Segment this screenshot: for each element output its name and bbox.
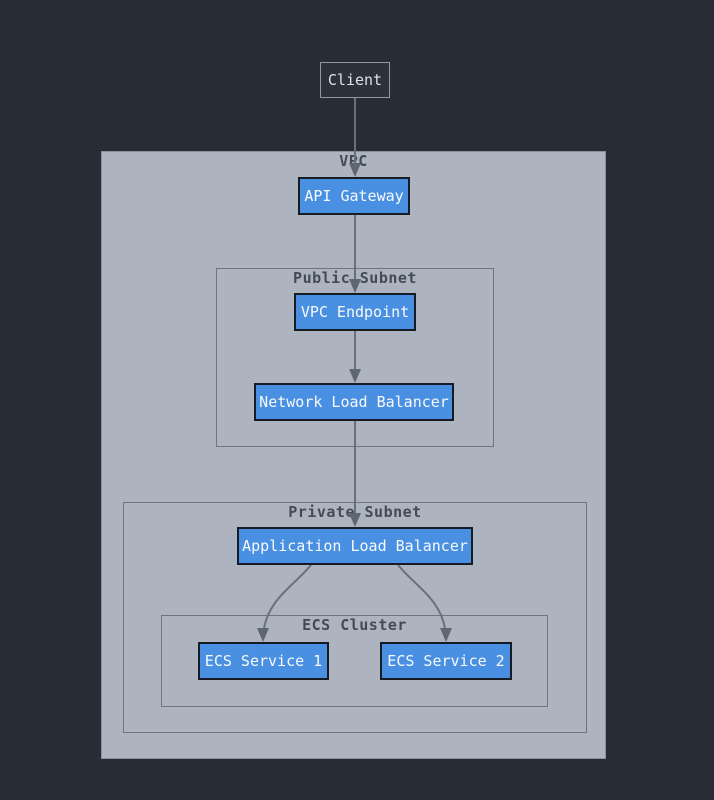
container-vpc: VPC: [101, 151, 606, 759]
node-api-gateway: API Gateway: [298, 177, 410, 215]
node-vpc-endpoint: VPC Endpoint: [294, 293, 416, 331]
node-application-load-balancer: Application Load Balancer: [237, 527, 473, 565]
node-ecs-service-1: ECS Service 1: [198, 642, 329, 680]
node-ecs-service-2: ECS Service 2: [380, 642, 512, 680]
node-network-load-balancer: Network Load Balancer: [254, 383, 454, 421]
vpc-label: VPC: [339, 152, 368, 170]
private-subnet-label: Private Subnet: [288, 503, 422, 521]
ecs-cluster-label: ECS Cluster: [302, 616, 407, 634]
public-subnet-label: Public Subnet: [293, 269, 417, 287]
node-client: Client: [320, 62, 390, 98]
